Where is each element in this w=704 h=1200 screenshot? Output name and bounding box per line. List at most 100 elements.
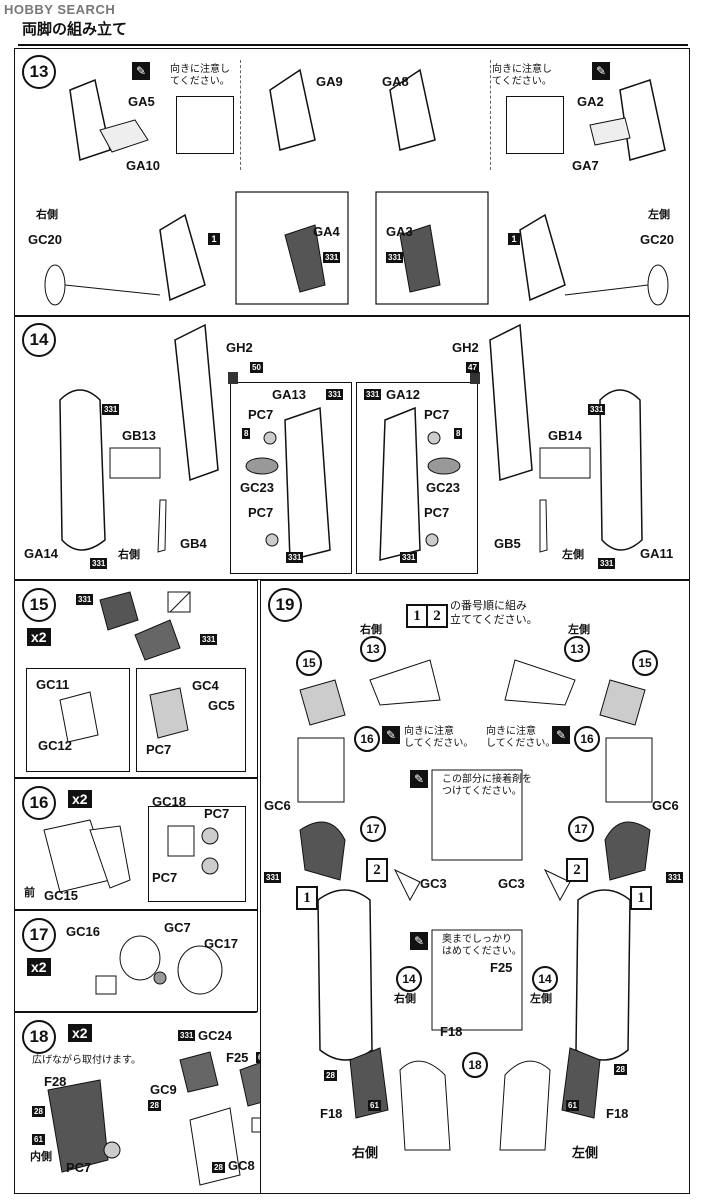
push-note: 奥までしっかり はめてください。 xyxy=(442,934,522,957)
paint-28: 28 xyxy=(148,1100,161,1111)
ref-step-16: 16 xyxy=(574,726,600,752)
label-pc7: PC7 xyxy=(66,1160,92,1175)
label-pc7: PC7 xyxy=(248,505,274,520)
label-left-mid: 左側 xyxy=(530,993,552,1005)
order-note-line1: の番号順に組み xyxy=(450,600,527,612)
glue-icon: ✎ xyxy=(132,62,150,80)
paint-331: 331 xyxy=(90,558,108,569)
label-gc9: GC9 xyxy=(150,1082,177,1097)
sub-box xyxy=(148,806,246,902)
paint-331: 331 xyxy=(588,404,606,415)
ref-step-13: 13 xyxy=(360,636,386,662)
label-gc3-left: GC3 xyxy=(420,876,447,891)
label-ga3: GA3 xyxy=(386,224,413,239)
paint-28: 28 xyxy=(32,1106,45,1117)
label-right-side: 右側 xyxy=(36,209,58,221)
label-ga13: GA13 xyxy=(272,387,306,402)
ref-step-14: 14 xyxy=(532,966,558,992)
step13-caution-left: 向きに注意し てください。 xyxy=(170,64,230,87)
paint-61: 61 xyxy=(368,1100,381,1111)
label-gc18: GC18 xyxy=(152,794,186,809)
step-square-1: 1 xyxy=(508,233,520,245)
step18-number: 18 xyxy=(22,1020,56,1054)
label-left-side: 左側 xyxy=(648,209,670,221)
label-front: 前 xyxy=(24,887,35,899)
label-gc20-right: GC20 xyxy=(640,232,674,247)
label-f18-center: F18 xyxy=(440,1024,463,1039)
quantity-badge: x2 xyxy=(68,790,92,808)
step17-drawing xyxy=(95,935,223,995)
step13-panel xyxy=(14,48,690,316)
label-right-side: 右側 xyxy=(118,549,140,561)
ref-step-15: 15 xyxy=(632,650,658,676)
inner-box-right xyxy=(356,382,478,574)
paint-50: 50 xyxy=(250,362,263,373)
label-left-bottom: 左側 xyxy=(572,1145,599,1160)
caution-left: 向きに注意 してください。 xyxy=(404,726,474,749)
label-ga4: GA4 xyxy=(313,224,340,239)
quantity-badge: x2 xyxy=(27,628,51,646)
quantity-badge: x2 xyxy=(68,1024,92,1042)
order-note-line2: 立ててください。 xyxy=(450,614,538,626)
step-square-1: 1 xyxy=(208,233,220,245)
glue-note: この部分に接着剤を つけてください。 xyxy=(442,774,532,797)
label-ga2: GA2 xyxy=(577,94,604,109)
label-gb14: GB14 xyxy=(548,428,582,443)
label-gc6-left: GC6 xyxy=(264,798,291,813)
label-pc7: PC7 xyxy=(146,742,172,757)
step14-number: 14 xyxy=(22,323,56,357)
label-gc23-right: GC23 xyxy=(426,480,460,495)
label-gc8: GC8 xyxy=(228,1158,255,1173)
paint-331: 331 xyxy=(364,389,382,400)
paint-331: 331 xyxy=(286,552,304,563)
label-f28: F28 xyxy=(44,1074,67,1089)
label-gc20-left: GC20 xyxy=(28,232,62,247)
label-gb4: GB4 xyxy=(180,536,207,551)
label-gc6-right: GC6 xyxy=(652,798,679,813)
paint-47: 47 xyxy=(466,362,479,373)
order-square-2: 2 xyxy=(566,858,588,882)
glue-icon: ✎ xyxy=(410,770,428,788)
caution-image-left xyxy=(176,96,234,154)
paint-331: 331 xyxy=(178,1030,196,1041)
paint-331: 331 xyxy=(323,252,341,263)
glue-icon: ✎ xyxy=(382,726,400,744)
paint-331: 331 xyxy=(264,872,282,883)
step19-number: 19 xyxy=(268,588,302,622)
ref-step-14: 14 xyxy=(396,966,422,992)
step13-caution-right: 向きに注意し てください。 xyxy=(492,64,552,87)
label-ga10: GA10 xyxy=(126,158,160,173)
paint-28: 28 xyxy=(614,1064,627,1075)
label-right-side: 右側 xyxy=(360,624,382,636)
ref-step-15: 15 xyxy=(296,650,322,676)
paint-61: 61 xyxy=(566,1100,579,1111)
step13-drawing xyxy=(44,68,669,306)
label-f18-left: F18 xyxy=(320,1106,343,1121)
ref-step-17: 17 xyxy=(360,816,386,842)
label-ga11: GA11 xyxy=(640,546,674,561)
caution-image-right xyxy=(506,96,564,154)
order-square-2: 2 xyxy=(426,604,448,628)
label-left-side: 左側 xyxy=(568,624,590,636)
header-bar xyxy=(18,14,688,46)
label-gc17: GC17 xyxy=(204,936,238,951)
paint-331: 331 xyxy=(666,872,684,883)
label-pc7: PC7 xyxy=(424,407,450,422)
label-pc7: PC7 xyxy=(204,806,230,821)
ref-step-18: 18 xyxy=(462,1052,488,1078)
label-pc7: PC7 xyxy=(152,870,178,885)
paint-331: 331 xyxy=(76,594,94,605)
ref-step-16: 16 xyxy=(354,726,380,752)
step16-number: 16 xyxy=(22,786,56,820)
paint-8: 8 xyxy=(454,428,463,439)
label-right-mid: 右側 xyxy=(394,993,416,1005)
label-ga9: GA9 xyxy=(316,74,343,89)
paint-331: 331 xyxy=(386,252,404,263)
label-gh2-right: GH2 xyxy=(452,340,479,355)
label-ga7: GA7 xyxy=(572,158,599,173)
caution-right: 向きに注意 してください。 xyxy=(486,726,556,749)
step17-number: 17 xyxy=(22,918,56,952)
label-f18-right: F18 xyxy=(606,1106,629,1121)
paint-331: 331 xyxy=(326,389,344,400)
label-gb5: GB5 xyxy=(494,536,521,551)
